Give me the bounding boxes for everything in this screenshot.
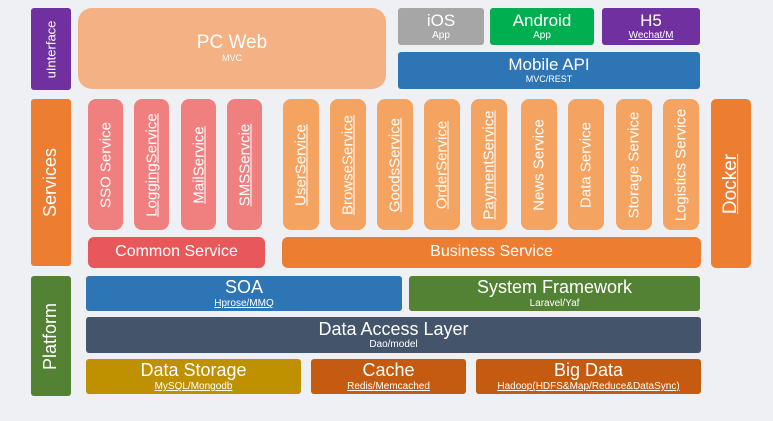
docker-label: Docker [720,153,741,214]
news-service-label: News Service [530,118,548,211]
goods-service-label: GoodsService [386,117,404,212]
platform-side-label-box: Platform [31,276,71,396]
android-block: Android App [490,8,594,45]
pc-web-block: PC Web MVC [78,8,386,89]
business-pill-user: UserService [283,99,319,230]
services-side-label: Services [40,147,61,218]
common-pill-sso: SSO Service [88,99,123,230]
big-data-title: Big Data [553,360,624,381]
business-pill-goods: GoodsService [377,99,413,230]
business-pill-browse: BrowseService [330,99,366,230]
soa-sub: Hprose/MMQ [214,297,274,309]
ios-title: iOS [426,10,456,30]
user-service-label: UserService [292,123,310,206]
sso-service-label: SSO Service [97,121,114,208]
pc-web-title: PC Web [196,32,268,54]
logistics-service-label: Logistics Service [672,108,690,221]
mobile-api-block: Mobile API MVC/REST [398,52,700,89]
business-pill-news: News Service [521,99,557,230]
business-pill-payment: PaymentService [471,99,507,230]
data-service-label: Data Service [577,121,595,208]
android-title: Android [512,10,572,30]
business-pill-storage: Storage Service [616,99,652,230]
mobile-api-sub: MVC/REST [525,73,573,84]
storage-service-label: Storage Service [625,111,643,218]
h5-sub: Wechat/M [628,30,674,42]
data-access-layer-sub: Dao/model [369,339,418,351]
data-storage-title: Data Storage [140,360,247,381]
common-service-bar: Common Service [88,237,265,268]
interface-side-label: uInterface [43,20,59,78]
common-pill-mail: MailService [181,99,216,230]
docker-block: Docker [711,99,751,268]
h5-title: H5 [640,10,662,30]
sms-service-label: SMSServcie [236,123,253,206]
common-pill-logging: LoggingService [134,99,169,230]
android-sub: App [533,30,551,42]
common-pill-sms: SMSServcie [227,99,262,230]
business-pill-logistics: Logistics Service [663,99,699,230]
cache-block: Cache Redis/Memcached [311,359,466,394]
data-access-layer-block: Data Access Layer Dao/model [86,317,701,353]
interface-side-label-box: uInterface [31,8,71,90]
business-service-label: Business Service [430,243,553,261]
browse-service-label: BrowseService [339,114,357,215]
business-service-bar: Business Service [282,237,701,268]
platform-side-label: Platform [40,302,61,370]
services-side-label-box: Services [31,99,71,266]
h5-block: H5 Wechat/M [602,8,700,45]
mobile-api-title: Mobile API [508,55,590,75]
system-framework-sub: Laravel/Yaf [529,297,580,309]
data-storage-sub: MySQL/Mongodb [154,380,233,392]
ios-block: iOS App [398,8,484,45]
logging-service-label: LoggingService [143,112,160,217]
order-service-label: OrderService [433,120,451,209]
pc-web-sub: MVC [222,53,242,64]
big-data-sub: Hadoop(HDFS&Map/Reduce&DataSync) [497,380,680,392]
business-pill-data: Data Service [568,99,604,230]
ios-sub: App [432,30,450,42]
data-storage-block: Data Storage MySQL/Mongodb [86,359,301,394]
system-framework-title: System Framework [476,277,633,298]
cache-title: Cache [362,360,415,381]
mail-service-label: MailService [190,125,207,204]
common-service-label: Common Service [115,243,238,261]
business-pill-order: OrderService [424,99,460,230]
payment-service-label: PaymentService [480,109,498,220]
soa-title: SOA [224,277,263,298]
soa-block: SOA Hprose/MMQ [86,276,402,311]
system-framework-block: System Framework Laravel/Yaf [409,276,700,311]
data-access-layer-title: Data Access Layer [318,318,469,339]
big-data-block: Big Data Hadoop(HDFS&Map/Reduce&DataSync… [476,359,701,394]
cache-sub: Redis/Memcached [347,380,430,392]
